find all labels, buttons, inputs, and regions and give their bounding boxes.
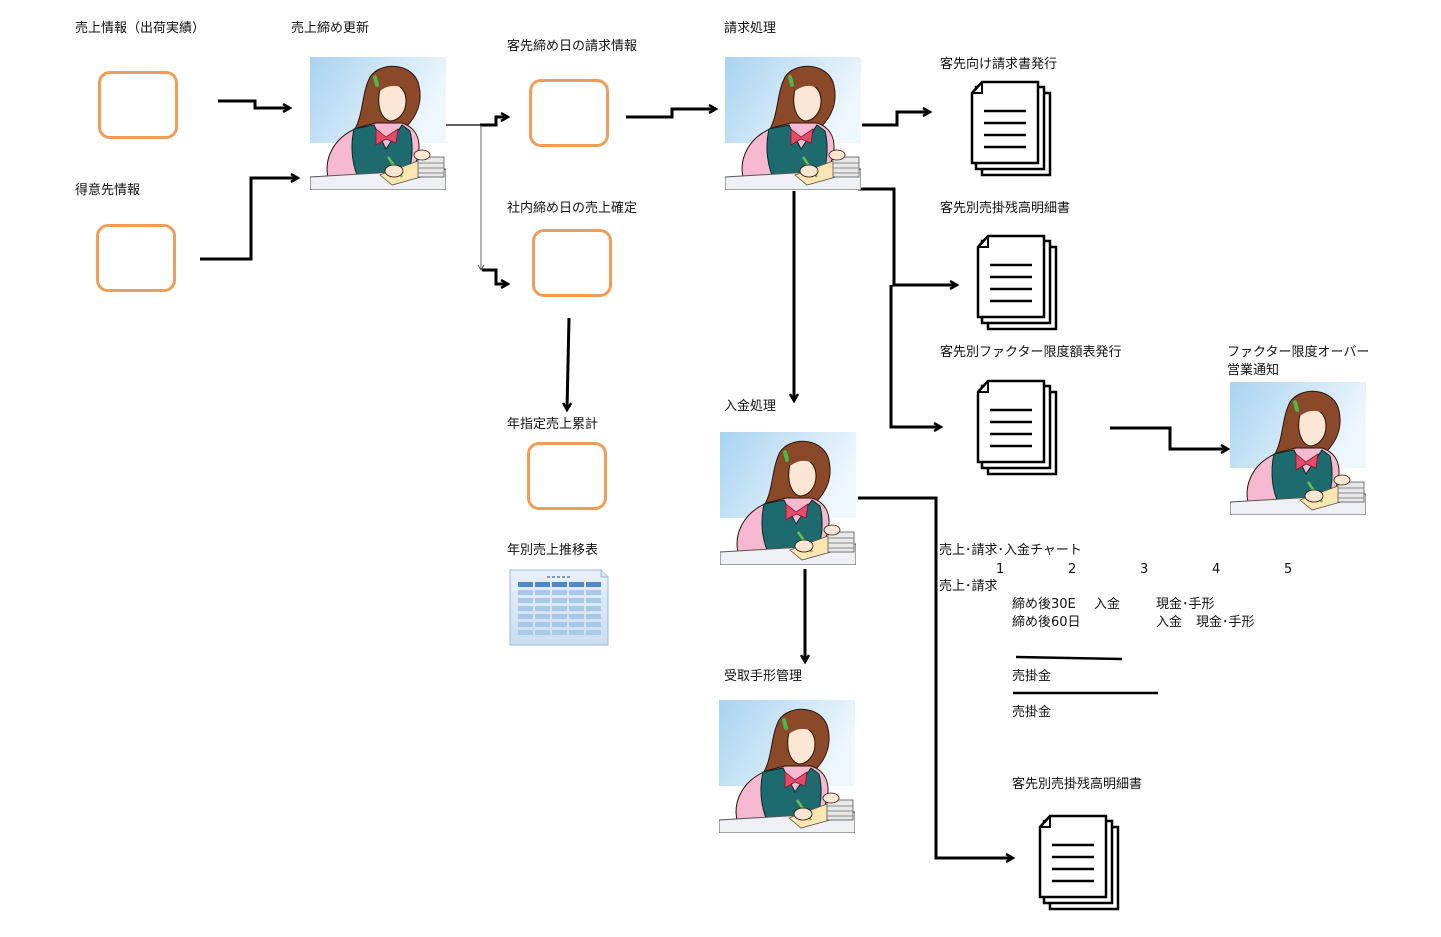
label-sales-info: 売上情報（出荷実績） — [75, 21, 206, 36]
clerk-illustration-icon[interactable] — [719, 700, 855, 833]
document-stack-icon[interactable] — [976, 233, 1060, 331]
chart-line1-event: 入金 — [1094, 597, 1121, 612]
arrow-factor-to-notice — [1110, 426, 1228, 449]
arrow-update-to-salesconfirm — [482, 268, 508, 284]
arrow-billinginfo-to-billing — [626, 109, 716, 119]
label-customer-info: 得意先情報 — [75, 183, 141, 198]
chart-title: 売上･請求･入金チャート — [939, 543, 1082, 558]
chart-col-3: 3 — [1140, 562, 1149, 577]
label-invoice-issue: 客先向け請求書発行 — [940, 57, 1058, 72]
label-factor-limit-table: 客先別ファクター限度額表発行 — [940, 345, 1122, 360]
label-annual-sales-trend: 年別売上推移表 — [507, 543, 599, 558]
chart-row-label: 売上･請求 — [939, 579, 998, 594]
chart-receivable-2: 売掛金 — [1012, 705, 1052, 720]
annual-sales-cumulative-box[interactable] — [527, 442, 607, 510]
label-internal-close-sales: 社内締め日の売上確定 — [507, 201, 638, 216]
chart-line2-method: 現金･手形 — [1196, 615, 1255, 630]
chart-col-1: 1 — [996, 562, 1005, 577]
label-notes-receivable: 受取手形管理 — [724, 669, 803, 684]
arrow-payment-to-receivable2 — [858, 496, 1013, 858]
arrow-salesconfirm-to-cumulative — [567, 317, 569, 410]
internal-close-sales-box[interactable] — [532, 229, 612, 297]
label-billing-process: 請求処理 — [724, 21, 777, 36]
chart-line2-term: 締め後60日 — [1012, 615, 1081, 630]
chart-col-2: 2 — [1068, 562, 1077, 577]
sales-info-box[interactable] — [98, 71, 178, 139]
arrow-update-to-billinginfo — [480, 117, 508, 127]
clerk-illustration-icon[interactable] — [1230, 382, 1366, 515]
arrow-customer-to-update — [200, 178, 298, 261]
label-factor-over-line1: ファクター限度オーバー — [1227, 345, 1370, 360]
arrow-billing-to-invoice — [862, 112, 930, 127]
label-sales-close-update: 売上締め更新 — [291, 21, 370, 36]
chart-receivable-bar-1 — [1015, 655, 1123, 661]
label-annual-sales-cumulative: 年指定売上累計 — [507, 417, 599, 432]
chart-receivable-1: 売掛金 — [1012, 669, 1052, 684]
label-customer-close-billing: 客先締め日の請求情報 — [507, 39, 638, 54]
chart-col-5: 5 — [1284, 562, 1293, 577]
document-stack-icon[interactable] — [976, 378, 1060, 476]
chart-line1-term: 締め後30E — [1012, 597, 1076, 612]
chart-line1-method: 現金･手形 — [1156, 597, 1215, 612]
label-receivable-detail-1: 客先別売掛残高明細書 — [940, 201, 1071, 216]
clerk-illustration-icon[interactable] — [310, 57, 446, 190]
chart-col-4: 4 — [1212, 562, 1221, 577]
label-payment-process: 入金処理 — [724, 399, 777, 414]
label-factor-over-line2: 営業通知 — [1227, 363, 1280, 378]
document-stack-icon[interactable] — [970, 79, 1054, 177]
clerk-illustration-icon[interactable] — [725, 57, 861, 190]
chart-line2-event: 入金 — [1156, 615, 1183, 630]
arrow-sales-to-update — [218, 99, 290, 108]
arrow-billing-to-factor — [889, 285, 941, 427]
customer-close-billing-box[interactable] — [529, 79, 609, 147]
clerk-illustration-icon[interactable] — [720, 432, 856, 565]
arrow-billing-to-receivable — [858, 187, 957, 285]
spreadsheet-icon[interactable] — [509, 569, 609, 647]
document-stack-icon[interactable] — [1038, 813, 1122, 911]
customer-info-box[interactable] — [96, 224, 176, 292]
label-receivable-detail-2: 客先別売掛残高明細書 — [1012, 777, 1143, 792]
